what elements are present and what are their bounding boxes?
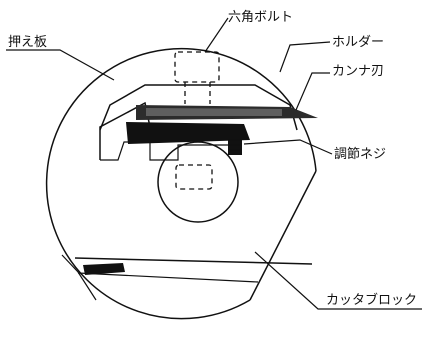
leader-blade — [295, 72, 330, 111]
cutter-block-notch — [249, 170, 317, 301]
lower-blade-insert — [83, 263, 125, 275]
hex-bolt-shank — [184, 82, 211, 104]
leader-cutter-block — [254, 251, 422, 310]
leader-holder — [279, 41, 331, 73]
label-adjust-screw: 調節ネジ — [334, 147, 386, 162]
lower-bolt-hidden — [175, 164, 213, 190]
cutter-block-body — [45, 47, 317, 320]
left-wedge-foot — [100, 141, 150, 161]
leader-press-plate — [6, 49, 115, 81]
hex-bolt-head — [174, 51, 220, 83]
label-blade: カンナ刃 — [332, 64, 384, 79]
lower-slot-line-2 — [77, 272, 259, 283]
lower-body-contour — [61, 254, 97, 301]
label-press-plate: 押え板 — [8, 35, 47, 50]
center-boss — [157, 141, 239, 223]
holder-print-band — [146, 108, 282, 116]
lower-slot-line — [74, 257, 313, 265]
label-hex-bolt: 六角ボルト — [228, 10, 293, 25]
leader-hex-bolt — [204, 17, 229, 53]
label-cutter-block: カッタブロック — [326, 292, 417, 308]
lower-pocket-wall — [149, 142, 240, 161]
leader-adjust-screw — [243, 139, 333, 155]
blade — [126, 122, 250, 144]
label-holder: ホルダー — [332, 35, 384, 50]
